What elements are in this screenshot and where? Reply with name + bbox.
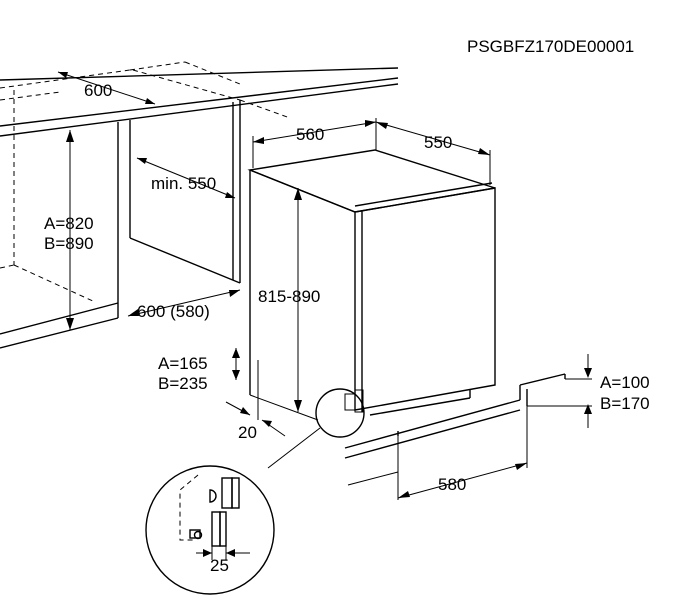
niche-height-a-label: A=820 [44,214,94,233]
appliance-width-label: 560 [296,125,324,144]
plinth-height-right-a-label: A=100 [600,373,650,392]
detail-callout [145,388,365,595]
plinth-height-left-a-label: A=165 [158,354,208,373]
plinth-depth-label: 600 (580) [137,302,210,321]
plinth-width-label: 580 [438,475,466,494]
document-code: PSGBFZ170DE00001 [467,37,634,56]
appliance [247,149,496,421]
worktop [0,61,399,137]
detail-magnified [179,474,250,560]
appliance-depth-label: 550 [424,133,452,152]
min-depth-label: min. 550 [151,174,216,193]
niche-depth-label: 600 [84,81,112,100]
dimension-lines [57,71,592,500]
setback-label: 20 [238,423,257,442]
niche-height-b-label: B=890 [44,234,94,253]
left-cabinet [0,90,119,349]
plinth [344,373,566,459]
plinth-height-right-b-label: B=170 [600,394,650,413]
detail-gap-label: 25 [210,556,229,575]
appliance-height-label: 815-890 [258,287,320,306]
niche [129,61,291,284]
plinth-height-left-b-label: B=235 [158,374,208,393]
